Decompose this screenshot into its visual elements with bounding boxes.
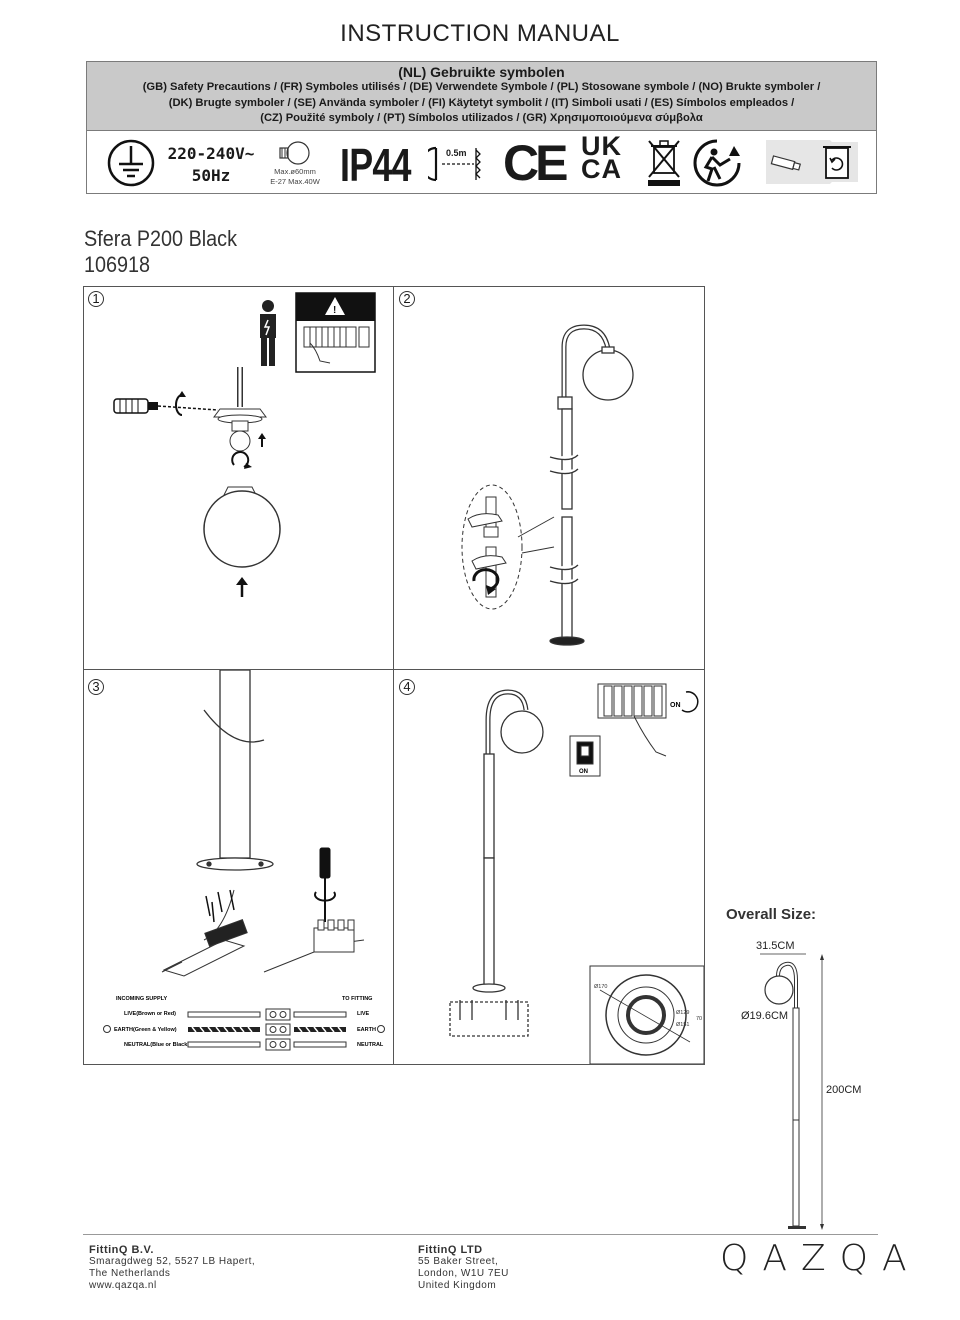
frequency-value: 50Hz — [191, 166, 231, 185]
junction-box-right — [263, 919, 365, 973]
screwdriver-icon — [314, 847, 336, 922]
address-nl: FittinQ B.V. Smaragdweg 52, 5527 LB Hape… — [89, 1244, 255, 1292]
weee-bin-icon — [648, 140, 680, 186]
lamp-pole — [549, 324, 634, 646]
to-fitting-label: TO FITTING — [342, 996, 372, 1002]
company-nl: FittinQ B.V. — [89, 1244, 154, 1256]
on-label: ON — [670, 702, 681, 709]
symbols-header-line: (CZ) Použité symboly / (PT) Símbolos uti… — [260, 112, 703, 124]
ce-mark: CE — [503, 135, 568, 191]
step-1-illustration: ! — [113, 292, 376, 597]
bulb-wattage: E-27 Max.40W — [270, 176, 320, 186]
brand-logo: QAZQA — [720, 1238, 921, 1279]
wire-live-right: LIVE — [357, 1011, 370, 1017]
earth-ground-icon — [107, 139, 155, 187]
step-number: 4 — [399, 679, 415, 695]
grid-divider-horizontal — [83, 669, 705, 670]
base-detail: Ø170 Ø129 Ø151 70 — [589, 965, 704, 1064]
wire-neutral-left: NEUTRAL(Blue or Black) — [124, 1042, 189, 1048]
website-link[interactable]: www.qazqa.nl — [89, 1280, 157, 1291]
lamp-installed — [449, 689, 544, 1037]
step-2-illustration — [461, 324, 634, 646]
company-uk: FittinQ LTD — [418, 1244, 483, 1256]
ukca-mark: UK CA — [581, 131, 622, 184]
address-uk: FittinQ LTD 55 Baker Street, London, W1U… — [418, 1244, 509, 1292]
product-info: Sfera P200 Black 106918 — [84, 226, 237, 278]
breaker-panel-icon — [597, 683, 699, 757]
overall-width: 31.5CM — [756, 940, 795, 952]
bulb-icon — [279, 141, 310, 165]
incoming-supply-label: INCOMING SUPPLY — [116, 996, 167, 1002]
address-line: United Kingdom — [418, 1280, 497, 1291]
overall-size-label: Overall Size: — [726, 906, 817, 923]
globe-diameter: Ø19.6CM — [741, 1010, 789, 1022]
address-line: 55 Baker Street, — [418, 1256, 499, 1267]
bulb-size: Max.ø60mm — [274, 167, 316, 176]
bulb-spec: Max.ø60mm E-27 Max.40W — [262, 167, 328, 186]
wire-earth-left: EARTH(Green & Yellow) — [114, 1027, 177, 1033]
distance-label: 0.5m — [446, 148, 467, 158]
distance-icon — [428, 146, 481, 182]
voltage-value: 220-240V~ — [167, 144, 255, 163]
overall-size-drawing — [760, 953, 824, 1230]
symbols-row — [86, 131, 877, 194]
base-dim-mid: Ø151 — [676, 1022, 689, 1028]
symbols-header: (NL) Gebruikte symbolen (GB) Safety Prec… — [86, 61, 877, 131]
product-name: Sfera P200 Black — [84, 226, 237, 251]
electrician-icon — [260, 300, 276, 366]
base-dim-outer: Ø170 — [594, 984, 607, 990]
voltage-label: 220-240V~ 50Hz — [166, 143, 256, 187]
ip-rating: IP44 — [340, 139, 411, 191]
switch-on-label: ON — [579, 769, 588, 775]
step-4-illustration: ON ON Ø170 Ø129 Ø151 70 — [449, 683, 704, 1064]
footer-divider — [83, 1234, 878, 1235]
symbols-header-line: (GB) Safety Precautions / (FR) Symboles … — [142, 81, 821, 93]
symbols-header-line: (DK) Brugte symboler / (SE) Använda symb… — [168, 96, 795, 109]
recycle-icon — [693, 139, 741, 187]
step-number: 3 — [88, 679, 104, 695]
lamp-head-parts — [213, 367, 267, 469]
wiring-diagram: INCOMING SUPPLY TO FITTING LIVE(Brown or… — [103, 996, 385, 1051]
step-number: 2 — [399, 291, 415, 307]
junction-box-left — [161, 889, 248, 977]
svg-text:!: ! — [333, 305, 336, 316]
wall-switch-icon — [569, 735, 601, 777]
step-3-illustration: INCOMING SUPPLY TO FITTING LIVE(Brown or… — [103, 670, 385, 1051]
glass-globe — [203, 486, 281, 597]
ukca-top: UK — [581, 131, 622, 161]
detail-circle — [461, 484, 555, 610]
overall-height: 200CM — [826, 1084, 862, 1096]
page-title: INSTRUCTION MANUAL — [340, 20, 620, 47]
screwdriver-icon — [113, 391, 219, 416]
address-line: Smaragdweg 52, 5527 LB Hapert, — [89, 1256, 256, 1267]
wire-neutral-right: NEUTRAL — [357, 1042, 384, 1048]
ukca-bottom: CA — [581, 154, 622, 184]
steps-grid — [83, 286, 705, 1065]
base-dim-side: 70 — [696, 1016, 702, 1022]
product-code: 106918 — [84, 252, 151, 277]
address-line: London, W1U 7EU — [418, 1268, 509, 1279]
grid-divider-vertical — [393, 286, 394, 1065]
address-line: The Netherlands — [89, 1268, 171, 1279]
symbols-header-title: (NL) Gebruikte symbolen — [398, 64, 565, 80]
warning-panel-icon: ! — [295, 292, 376, 373]
wire-live-left: LIVE(Brown or Red) — [124, 1011, 176, 1017]
wire-earth-right: EARTH — [357, 1027, 376, 1033]
step-number: 1 — [88, 291, 104, 307]
pole-base — [196, 670, 274, 871]
disposal-icon — [766, 140, 858, 184]
base-dim-inner: Ø129 — [676, 1010, 689, 1016]
